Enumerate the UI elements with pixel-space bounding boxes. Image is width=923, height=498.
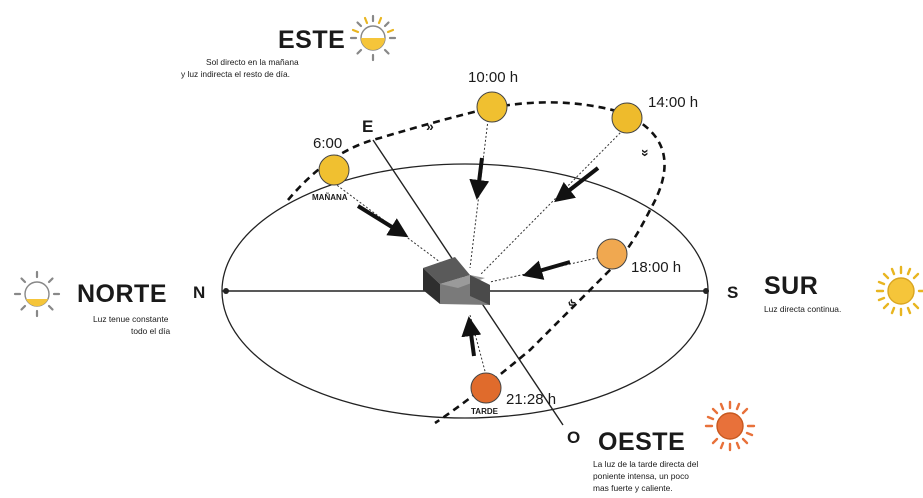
building-icon bbox=[423, 257, 490, 305]
sun-18h-icon bbox=[596, 238, 628, 270]
half-sun-icon bbox=[349, 14, 397, 62]
sun-path bbox=[287, 101, 666, 425]
time-label: 14:00 h bbox=[648, 94, 698, 111]
orange-sun-icon bbox=[704, 400, 756, 452]
sun-evening-icon bbox=[470, 372, 502, 404]
north-point bbox=[223, 288, 229, 294]
dim-sun-icon bbox=[13, 270, 61, 318]
compass-north: N bbox=[193, 283, 205, 302]
sun-14h-icon bbox=[611, 102, 643, 134]
sun-tag: MAÑANA bbox=[312, 193, 348, 202]
oeste-title: OESTE bbox=[598, 428, 685, 456]
norte-desc-line: Luz tenue constante bbox=[93, 314, 169, 324]
time-label: 6:00 bbox=[313, 135, 342, 152]
sur-title: SUR bbox=[764, 272, 818, 300]
este-desc-line: y luz indirecta el resto de día. bbox=[181, 69, 290, 79]
oeste-desc-line: La luz de la tarde directa del bbox=[593, 459, 698, 469]
time-label: 18:00 h bbox=[631, 259, 681, 276]
path-direction-icon: » bbox=[564, 296, 581, 312]
sur-desc-line: Luz directa continua. bbox=[764, 304, 841, 314]
path-direction-icon: » bbox=[638, 149, 654, 157]
sun-tag: TARDE bbox=[471, 407, 499, 416]
south-point bbox=[703, 288, 709, 294]
este-desc-line: Sol directo en la mañana bbox=[206, 57, 299, 67]
sun-10h-icon bbox=[476, 91, 508, 123]
norte-desc-line: todo el día bbox=[131, 326, 170, 336]
este-title: ESTE bbox=[278, 26, 345, 54]
time-label: 21:28 h bbox=[506, 391, 556, 408]
compass-south: S bbox=[727, 283, 738, 302]
oeste-desc-line: mas fuerte y caliente. bbox=[593, 483, 673, 493]
compass-west: O bbox=[567, 428, 580, 447]
time-label: 10:00 h bbox=[468, 69, 518, 86]
oeste-desc-line: poniente intensa, un poco bbox=[593, 471, 689, 481]
path-direction-icon: » bbox=[426, 118, 434, 134]
compass-east: E bbox=[362, 117, 373, 136]
sun-icon bbox=[875, 265, 923, 317]
norte-title: NORTE bbox=[77, 280, 167, 308]
sun-morning-icon bbox=[318, 154, 350, 186]
sun-rays bbox=[333, 119, 624, 376]
light-arrows bbox=[356, 157, 600, 357]
